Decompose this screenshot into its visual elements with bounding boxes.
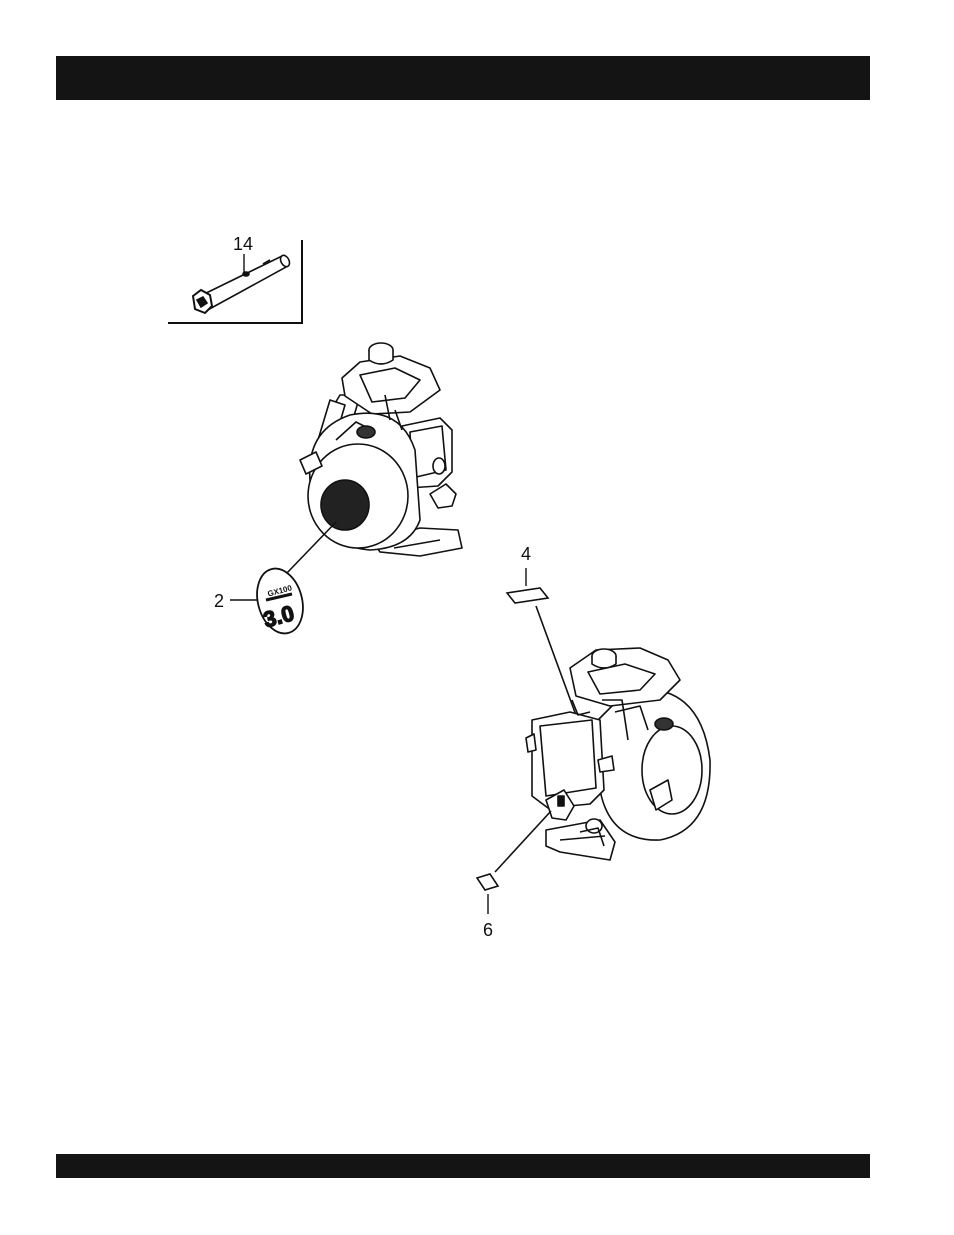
callout-4: 4 <box>521 544 531 564</box>
leader-2 <box>286 522 336 574</box>
gx100-decal: GX100 3.0 <box>250 563 310 638</box>
callout-2: 2 <box>214 591 224 611</box>
callout-6: 6 <box>483 920 493 940</box>
plug-wrench-icon <box>193 254 291 313</box>
leader-6 <box>495 811 551 872</box>
leader-4 <box>536 606 577 718</box>
engine-front-illustration <box>300 343 462 556</box>
callout-14: 14 <box>233 234 253 254</box>
label-6-sticker <box>477 874 498 890</box>
label-4-sticker <box>507 588 548 603</box>
engine-rear-illustration <box>526 648 710 860</box>
